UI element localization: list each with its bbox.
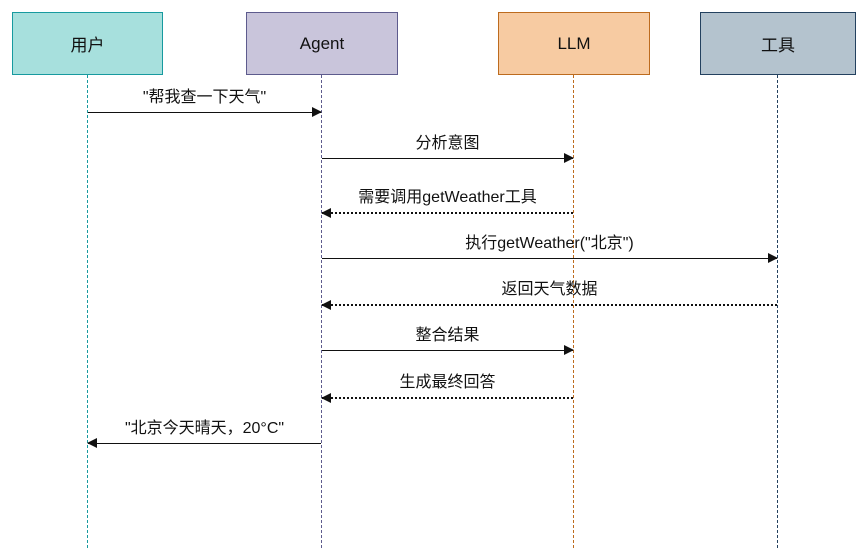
message-tool-to-agent-data: 返回天气数据: [321, 280, 777, 310]
message-label: 返回天气数据: [501, 281, 598, 298]
lifeline-tool: [777, 75, 778, 548]
message-llm-to-agent-final: 生成最终回答: [321, 373, 573, 403]
message-arrow: [322, 253, 778, 263]
message-llm-to-agent-toolneed: 需要调用getWeather工具: [321, 188, 573, 218]
arrowhead-icon: [768, 253, 778, 263]
message-agent-to-llm-analyze: 分析意图: [322, 134, 574, 163]
arrowhead-icon: [321, 300, 331, 310]
message-label: "北京今天晴天，20°C": [124, 420, 285, 437]
message-label: 分析意图: [415, 135, 480, 152]
lifeline-user: [87, 75, 88, 548]
actor-box-tool: 工具: [700, 12, 856, 75]
arrowhead-icon: [87, 438, 97, 448]
arrowhead-icon: [321, 208, 331, 218]
actor-box-agent: Agent: [246, 12, 398, 75]
message-user-to-agent: "帮我查一下天气": [88, 88, 322, 117]
message-label: 需要调用getWeather工具: [358, 189, 537, 206]
lifeline-agent: [321, 75, 322, 548]
message-label: 执行getWeather("北京"): [465, 235, 634, 252]
actor-label-agent: Agent: [299, 33, 345, 53]
message-label: 生成最终回答: [399, 374, 496, 391]
message-arrow: [321, 208, 573, 218]
message-agent-to-user-answer: "北京今天晴天，20°C": [87, 419, 321, 448]
message-agent-to-llm-combine: 整合结果: [322, 326, 574, 355]
actor-label-llm: LLM: [557, 33, 591, 53]
message-label: 整合结果: [415, 327, 480, 344]
actor-box-llm: LLM: [498, 12, 650, 75]
arrowhead-icon: [564, 153, 574, 163]
actor-label-user: 用户: [70, 36, 105, 55]
message-arrow: [322, 153, 574, 163]
actor-box-user: 用户: [12, 12, 163, 75]
message-arrow: [88, 107, 322, 117]
message-arrow: [322, 345, 574, 355]
message-agent-to-tool-exec: 执行getWeather("北京"): [322, 234, 778, 263]
message-arrow: [87, 438, 321, 448]
arrowhead-icon: [312, 107, 322, 117]
arrowhead-icon: [564, 345, 574, 355]
message-arrow: [321, 300, 777, 310]
message-arrow: [321, 393, 573, 403]
lifeline-llm: [573, 75, 574, 548]
arrowhead-icon: [321, 393, 331, 403]
message-label: "帮我查一下天气": [142, 89, 267, 106]
actor-label-tool: 工具: [761, 36, 795, 55]
